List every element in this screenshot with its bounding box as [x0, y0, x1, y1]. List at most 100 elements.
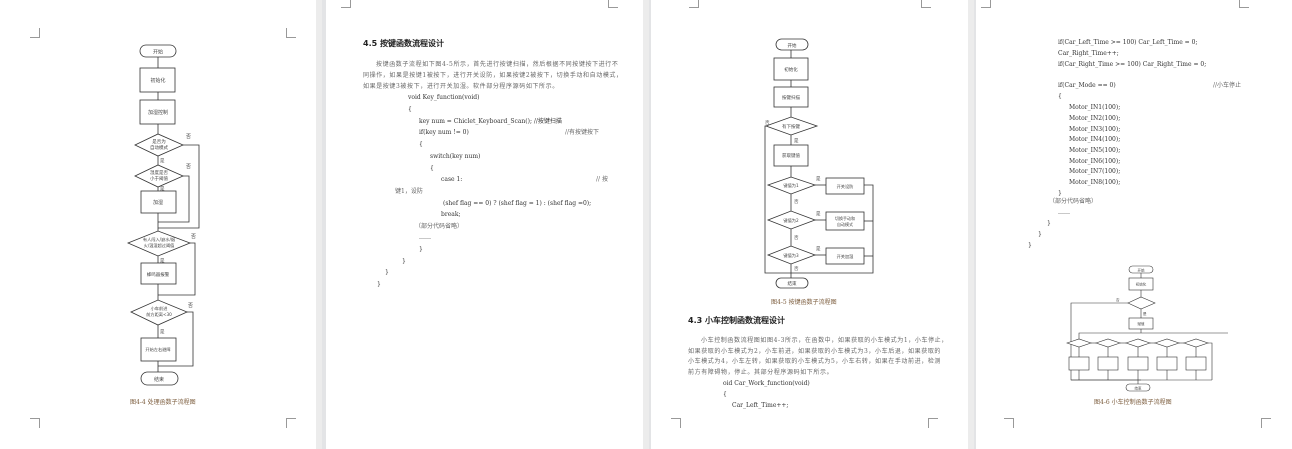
paragraph-line: 前方有障碍物，停止。其部分程序源码如下所示。 — [688, 369, 834, 376]
code-comment: //有按键按下 — [565, 129, 600, 136]
code-line: { — [430, 165, 434, 172]
code-line: Motor_IN7(100); — [1069, 168, 1121, 175]
flow-text: 否 — [794, 235, 799, 241]
code-line: if(Car_Left_Time >= 100) Car_Left_Time =… — [1058, 39, 1198, 46]
flow-text: 是 — [160, 186, 165, 192]
flow-text: 开始 — [788, 42, 797, 49]
code-line: { — [723, 391, 727, 398]
flow-text: 获取键值 — [782, 152, 800, 159]
paragraph-line: 按键函数子流程如下图4-5所示，首先进行按键扫描，然后根据不同按键按下进行不 — [376, 61, 619, 68]
flow-auto-decision — [134, 133, 184, 157]
page-4: if(Car_Left_Time >= 100) Car_Left_Time =… — [976, 0, 1292, 449]
code-line: } — [1028, 242, 1032, 249]
flow-text: 否 — [186, 164, 191, 170]
flow-action-box — [1097, 356, 1119, 371]
flow-humidity-decision — [134, 164, 184, 188]
flow-text: 自动模式 — [837, 221, 853, 227]
flow-branch-decision — [1066, 338, 1092, 348]
corner-mark — [30, 418, 40, 428]
flow-end — [140, 371, 179, 386]
code-line: } — [419, 246, 423, 253]
flow-text: 否 — [794, 199, 799, 205]
code-line: switch(key num) — [430, 153, 481, 160]
mode-branches — [1066, 338, 1213, 384]
flow-text: 初始化 — [1136, 282, 1147, 287]
page-gap — [968, 0, 974, 449]
code-line: } — [377, 281, 381, 288]
corner-mark — [921, 0, 931, 8]
flow-text: 是 — [160, 329, 165, 335]
flow-branch-decision — [1125, 338, 1151, 348]
paragraph-line: 小车模式为4，小车左转，如果获取的小车模式为5，小车右转，如果在手动前进，检测 — [688, 358, 942, 365]
flow-text: 有人闯入/缺水/烟 — [143, 236, 175, 243]
flow-branch-decision — [1183, 338, 1209, 348]
flow-text: 火/温湿超过阈值 — [144, 242, 175, 249]
flow-avoid-box — [140, 337, 177, 362]
flow-start — [775, 38, 809, 51]
code-line: …… — [1058, 209, 1070, 216]
flow-text: 按键扫描 — [782, 94, 800, 101]
code-line: break; — [441, 211, 461, 218]
code-line: Motor_IN5(100); — [1069, 147, 1121, 154]
flow-text: 否 — [794, 266, 799, 272]
flow-end — [1125, 383, 1151, 392]
section-heading: 4.3 小车控制函数流程设计 — [688, 316, 785, 325]
flow-text: 是否为 — [152, 138, 166, 145]
flow-text: 结束 — [154, 376, 164, 383]
corner-mark — [30, 28, 40, 38]
code-line: } — [1047, 220, 1051, 227]
flow-text: 开始 — [1138, 268, 1146, 273]
section-heading: 4.5 按键函数流程设计 — [363, 39, 444, 48]
code-line: key num = Chiclet_Keyboard_Scan(); //按键扫… — [419, 118, 562, 125]
page-1: 开始 初始化 加湿控制 是否为 自动模式 否 是 湿度是否 小于阈值 否 是 加… — [0, 0, 316, 449]
figure-caption: 图4-4 处理函数子流程图 — [130, 399, 196, 406]
flow-branch-decision — [1154, 338, 1180, 348]
code-line: } — [385, 269, 389, 276]
paragraph-line: 小车控制函数流程图如图4-3所示，在函数中，如果获取的小车模式为1，小车停止， — [701, 337, 948, 344]
flow-end — [775, 277, 809, 289]
flow-text: 否 — [765, 120, 770, 126]
flow-text: 初始化 — [150, 77, 165, 84]
flow-text: 前方距离<30 — [146, 311, 172, 318]
code-line: } — [1058, 190, 1062, 197]
corner-mark — [671, 418, 681, 428]
flow-pressed-decision — [764, 116, 819, 136]
code-comment: // 按 — [596, 176, 608, 183]
figure-caption: 图4-6 小车控制函数子流程图 — [1094, 399, 1172, 406]
paragraph-line: 同操作，如果是按键1被按下，进行开关设防，如果按键2被按下，切换手动和自动模式， — [363, 72, 623, 79]
flow-text: 键值为2 — [783, 217, 799, 224]
flow-text: 否 — [186, 134, 191, 140]
flow-text: 开关加湿 — [837, 253, 855, 260]
code-line: Car_Left_Time++; — [732, 402, 789, 409]
code-line: Motor_IN1(100); — [1069, 104, 1121, 111]
flow-text: 否 — [191, 234, 196, 240]
flow-text: 湿度是否 — [150, 169, 168, 176]
flow-init-box — [139, 67, 176, 93]
corner-mark — [981, 0, 991, 8]
code-line: oid Car_Work_function(void) — [723, 380, 810, 387]
flow-text: 键值为1 — [783, 182, 799, 189]
flow-humid-ctrl-box — [139, 99, 176, 125]
flow-text: 是 — [160, 258, 165, 264]
flow-text: 蜂鸣器报警 — [147, 271, 170, 278]
flow-text: 是 — [1143, 311, 1147, 316]
corner-mark — [341, 0, 351, 8]
code-line: } — [1038, 231, 1042, 238]
flow-text: 自动模式 — [150, 144, 168, 151]
code-line: Motor_IN6(100); — [1069, 158, 1121, 165]
flow-text: 否 — [1116, 298, 1120, 302]
corner-mark — [608, 0, 618, 8]
code-line: Car_Right_Time++; — [1058, 50, 1119, 57]
flow-text: 切换手动和 — [835, 215, 855, 221]
flow-text: 键值为3 — [783, 252, 799, 259]
flow-text: 初始化 — [784, 66, 798, 73]
flow-text: 开关设防 — [837, 183, 854, 190]
flow-action-box — [1127, 356, 1149, 371]
corner-mark — [1261, 418, 1271, 428]
paragraph-line: 如果获取的小车模式为2，小车前进，如果获取的小车模式为3，小车后退，如果获取的 — [688, 348, 942, 355]
flow-action-box — [1185, 356, 1207, 371]
code-line: Motor_IN8(100); — [1069, 179, 1121, 186]
flow-text: 是 — [816, 211, 821, 217]
code-line: case 1: — [441, 176, 463, 183]
flow-mode-box — [825, 211, 865, 231]
